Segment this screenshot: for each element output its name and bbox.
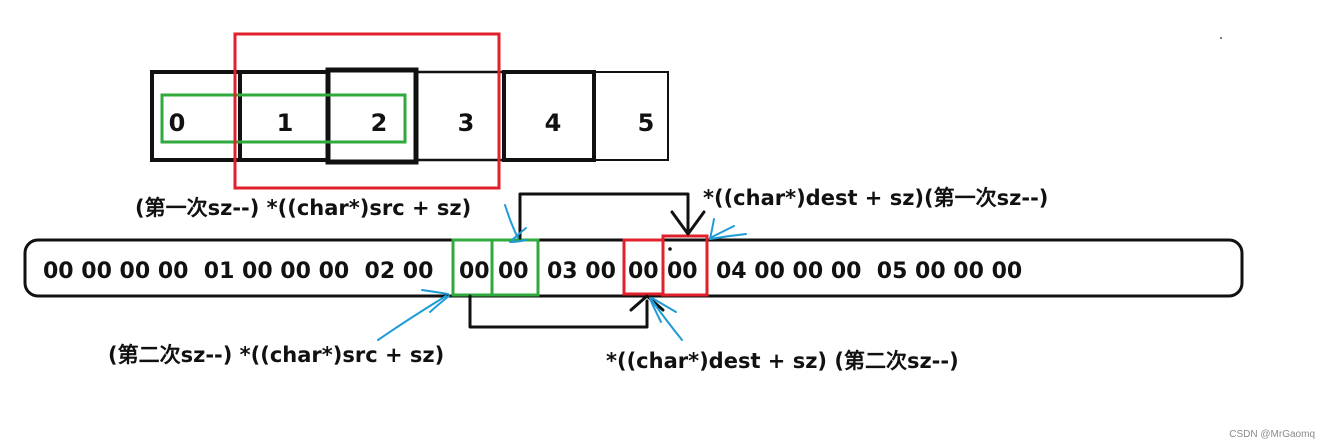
pointer-dest-first [709, 233, 747, 240]
copy-arrow-first [518, 192, 706, 240]
source-range-highlight [160, 93, 407, 144]
stray-dot [1220, 37, 1222, 39]
memory-byte-dest-a: 00 [628, 259, 659, 284]
memory-bytes-head: 00 00 00 00 01 00 00 00 02 00 [43, 259, 433, 284]
watermark: CSDN @MrGaomq [1229, 429, 1315, 440]
array-label-4: 4 [545, 109, 562, 137]
label-src-first: (第一次sz--) *((char*)src + sz) [135, 196, 471, 220]
src-byte-box-b [490, 238, 540, 297]
array-label-2: 2 [371, 109, 388, 137]
pointer-src-second [377, 295, 447, 341]
array-label-3: 3 [458, 109, 475, 137]
label-dest-second: *((char*)dest + sz) (第二次sz--) [606, 349, 959, 373]
pointer-strokes [377, 204, 747, 341]
array-label-5: 5 [638, 109, 655, 137]
memory-byte-dest-b: 00 [667, 259, 698, 284]
pointer-src-first [504, 204, 519, 239]
memory-bytes-middle: 03 00 [547, 259, 616, 284]
array-label-0: 0 [169, 109, 186, 137]
dest-byte-box-b [661, 234, 709, 297]
array-label-1: 1 [277, 109, 294, 137]
array-cell-5 [593, 71, 669, 161]
memory-bytes-tail: 04 00 00 00 05 00 00 00 [716, 259, 1022, 284]
label-dest-first: *((char*)dest + sz)(第一次sz--) [703, 186, 1048, 210]
pointer-dest-second [649, 297, 683, 341]
destination-range-highlight [233, 32, 501, 190]
array-boxes: 0 1 2 3 4 5 [150, 67, 669, 165]
dot-marker [668, 247, 672, 251]
copy-arrow-second [468, 294, 665, 329]
memory-byte-src-b: 00 [498, 259, 529, 284]
array-cell-0 [150, 70, 242, 162]
memory-byte-src-a: 00 [459, 259, 490, 284]
label-src-second: (第二次sz--) *((char*)src + sz) [108, 343, 444, 367]
